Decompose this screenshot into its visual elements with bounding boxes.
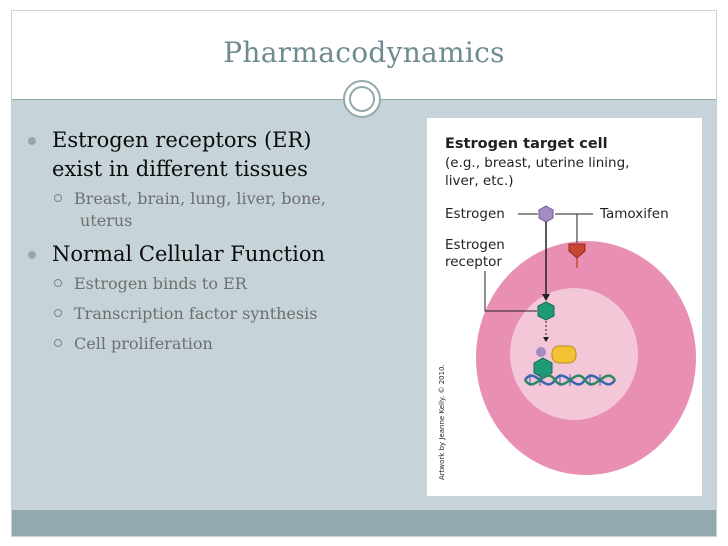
figure-subtitle-line: (e.g., breast, uterine lining, <box>445 155 629 171</box>
figure-subtitle-line: liver, etc.) <box>445 173 514 189</box>
label-estrogen: Estrogen <box>445 206 505 222</box>
sub-bullet-ring-icon <box>54 339 62 347</box>
sub-bullet-item: Estrogen binds to ER <box>26 273 416 295</box>
bullet-text-line: exist in different tissues <box>52 157 308 181</box>
tamoxifen-molecule-icon <box>568 243 586 259</box>
bullet-dot-icon <box>28 137 36 145</box>
sub-bullet-item: Transcription factor synthesis <box>26 303 416 325</box>
slide-frame <box>11 10 717 537</box>
bullet-dot-icon <box>28 251 36 259</box>
sub-bullet-item: Cell proliferation <box>26 333 416 355</box>
bound-estrogen-icon <box>536 347 546 357</box>
sub-bullet-ring-icon <box>54 279 62 287</box>
label-tamoxifen: Tamoxifen <box>599 206 669 222</box>
bullet-item: Estrogen receptors (ER) exist in differe… <box>26 126 416 184</box>
arrowhead-icon <box>543 337 549 342</box>
estrogen-cell-figure: Estrogen target cell (e.g., breast, uter… <box>427 118 702 496</box>
bullet-list: Estrogen receptors (ER) exist in differe… <box>26 126 416 363</box>
receptor-leader-line <box>484 271 537 312</box>
figure-title: Estrogen target cell <box>445 136 608 152</box>
sub-bullet-text: Transcription factor synthesis <box>74 304 318 323</box>
sub-bullet-ring-icon <box>54 194 62 202</box>
artwork-credit: Artwork by Jeanne Kelly. © 2010. <box>438 364 446 480</box>
sub-bullet-text-line: Breast, brain, lung, liver, bone, <box>74 189 326 208</box>
sub-bullet-text-line: uterus <box>80 211 133 230</box>
bullet-text: Normal Cellular Function <box>52 242 325 266</box>
figure-drawing: Estrogen target cell (e.g., breast, uter… <box>438 136 696 480</box>
sub-bullet-text: Estrogen binds to ER <box>74 274 247 293</box>
footer-bar <box>12 510 716 536</box>
sub-bullet-item: Breast, brain, lung, liver, bone, uterus <box>26 188 416 232</box>
divider-circle-inner-ornament <box>349 86 375 112</box>
estrogen-molecule-icon <box>538 205 554 223</box>
label-receptor-line: receptor <box>445 254 502 270</box>
sub-bullet-ring-icon <box>54 309 62 317</box>
estrogen-receptor-complex-icon <box>537 301 555 321</box>
coactivator-icon <box>551 345 577 364</box>
bullet-item: Normal Cellular Function <box>26 240 416 269</box>
arrowhead-icon <box>542 294 550 301</box>
slide-title: Pharmacodynamics <box>223 36 505 69</box>
label-receptor-line: Estrogen <box>445 237 505 253</box>
bullet-text-line: Estrogen receptors (ER) <box>52 128 312 152</box>
dna-rungs <box>529 374 601 386</box>
sub-bullet-text: Cell proliferation <box>74 334 213 353</box>
